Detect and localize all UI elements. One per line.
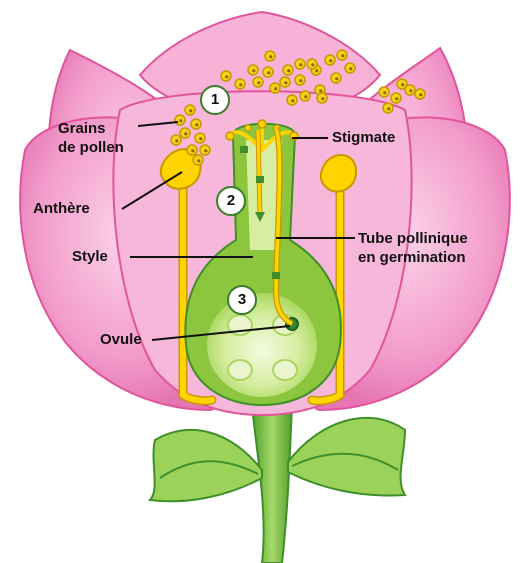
pollen-grain-dot <box>341 54 344 57</box>
step-marker-2: 2 <box>216 186 246 216</box>
pollen-grain-dot <box>349 67 352 70</box>
pollen-grain-dot <box>311 63 314 66</box>
pollen-grain-dot <box>257 81 260 84</box>
tube-marker <box>272 272 280 279</box>
pollen-tube-short-inner <box>258 130 260 218</box>
pollen-grain-dot <box>225 75 228 78</box>
label-stigmate: Stigmate <box>332 128 395 147</box>
pollen-grain-dot <box>269 55 272 58</box>
ovary-chamber <box>207 293 317 397</box>
pollen-grain-dot <box>239 83 242 86</box>
pollen-grain-dot <box>409 89 412 92</box>
pollen-grain-dot <box>184 132 187 135</box>
stem <box>252 405 292 563</box>
label-anthere: Anthère <box>33 199 90 218</box>
pollen-grain-dot <box>179 119 182 122</box>
right-leaf <box>288 418 405 496</box>
left-leaf <box>150 430 262 501</box>
label-tube-pollinique: Tube pollinique en germination <box>358 229 468 267</box>
pollen-grain-dot <box>291 99 294 102</box>
pollen-grain-dot <box>419 93 422 96</box>
label-style: Style <box>72 247 108 266</box>
pollen-grain-dot <box>401 83 404 86</box>
pollen-grain-dot <box>287 69 290 72</box>
pollen-grain-dot <box>284 81 287 84</box>
step-marker-3: 3 <box>227 285 257 315</box>
pollen-grain-dot <box>175 139 178 142</box>
label-grains-de-pollen: Grains de pollen <box>58 119 124 157</box>
pollen-grain-dot <box>191 149 194 152</box>
pollen-grain-dot <box>189 109 192 112</box>
pollen-grain-dot <box>252 69 255 72</box>
tube-marker <box>256 176 264 183</box>
pollen-grain-dot <box>304 95 307 98</box>
pollen-grain-dot <box>321 97 324 100</box>
pollen-grain-dot <box>195 123 198 126</box>
step-marker-1: 1 <box>200 85 230 115</box>
label-tube-line1: Tube pollinique <box>358 229 468 248</box>
pollen-grain-dot <box>197 159 200 162</box>
pollen-grain-dot <box>319 89 322 92</box>
pollen-grain-dot <box>267 71 270 74</box>
pollen-grain-dot <box>335 77 338 80</box>
pollen-grain-dot <box>315 69 318 72</box>
tube-marker <box>240 146 248 153</box>
pollen-grain-dot <box>387 107 390 110</box>
pollen-grain-dot <box>204 149 207 152</box>
pollen-grain-dot <box>383 91 386 94</box>
label-tube-line2: en germination <box>358 248 468 267</box>
pollen-grain-dot <box>299 63 302 66</box>
pollen-grain-dot <box>329 59 332 62</box>
label-ovule: Ovule <box>100 330 142 349</box>
ovule-seed <box>228 360 252 380</box>
label-grains-line2: de pollen <box>58 138 124 157</box>
label-grains-line1: Grains <box>58 119 124 138</box>
pollen-grain-dot <box>395 97 398 100</box>
pollen-grain-dot <box>274 87 277 90</box>
ovule-seed <box>273 360 297 380</box>
pollen-grain-dot <box>299 79 302 82</box>
pollen-grain-dot <box>199 137 202 140</box>
